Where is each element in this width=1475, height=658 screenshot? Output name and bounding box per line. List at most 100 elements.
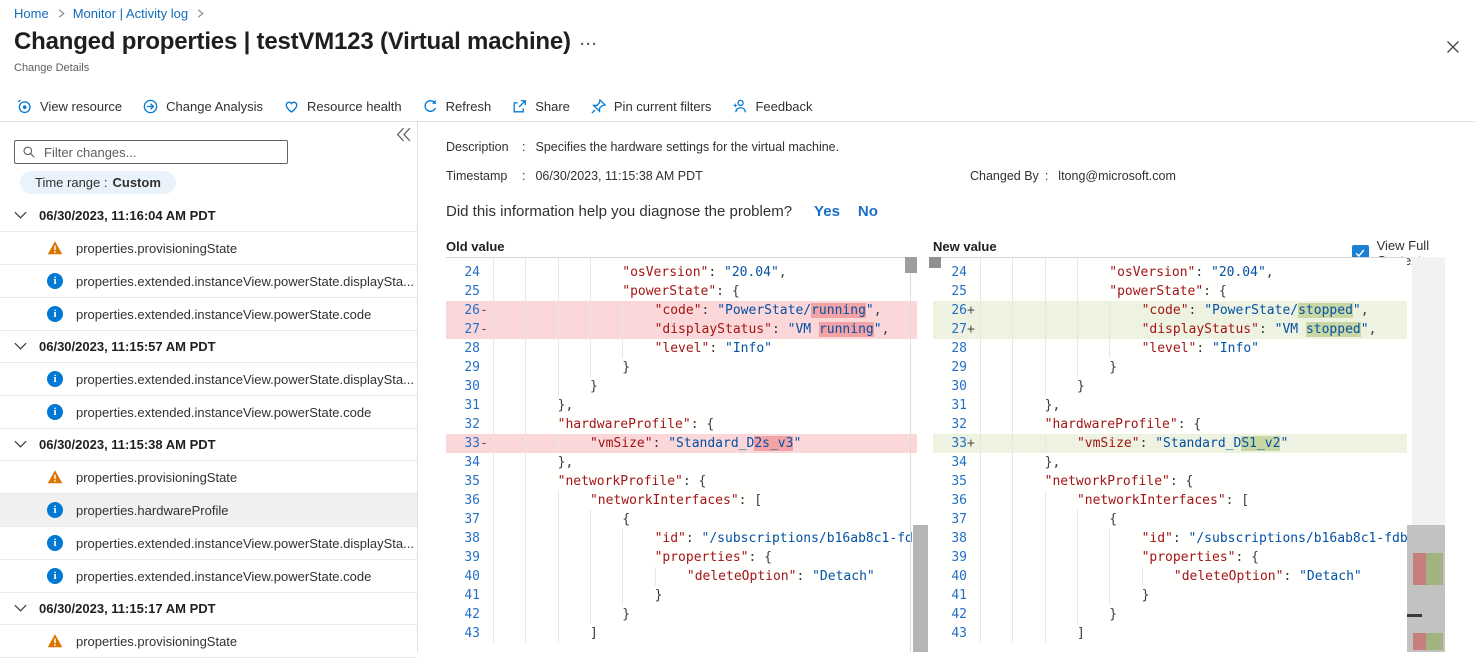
toolbar-button-resource-health[interactable]: Resource health (273, 98, 412, 115)
code-text: } (493, 377, 598, 396)
toolbar-button-refresh[interactable]: Refresh (412, 98, 502, 115)
diff-sign (480, 415, 493, 434)
change-group-header[interactable]: 06/30/2023, 11:15:38 AM PDT (0, 429, 417, 461)
new-value-code: 23 24 "osVersion": "20.04",25 "powerStat… (933, 258, 1407, 643)
diff-overview-viewport[interactable] (1407, 525, 1445, 652)
description-row: Description:Specifies the hardware setti… (446, 140, 840, 154)
diff-sign (967, 605, 980, 624)
code-line: 41 } (446, 586, 917, 605)
old-value-header: Old value (446, 239, 505, 254)
change-item-label: properties.provisioningState (76, 633, 238, 649)
diff-sign: + (967, 322, 975, 337)
code-line: 27+ "displayStatus": "VM stopped", (933, 320, 1407, 339)
line-number: 35 (464, 474, 480, 489)
toolbar-button-label: Share (535, 99, 570, 114)
code-text: "deleteOption": "Detach" (493, 567, 875, 586)
close-icon[interactable] (1444, 38, 1462, 56)
code-text: }, (493, 453, 573, 472)
old-panel-overview-viewport[interactable] (913, 525, 928, 652)
toolbar-button-feedback[interactable]: Feedback (721, 98, 822, 115)
new-value-editor[interactable]: 23 24 "osVersion": "20.04",25 "powerStat… (933, 257, 1407, 652)
breadcrumb-home[interactable]: Home (14, 6, 49, 21)
code-line: 27- "displayStatus": "VM running", (446, 320, 917, 339)
change-group-header[interactable]: 06/30/2023, 11:15:57 AM PDT (0, 331, 417, 363)
code-text: "displayStatus": "VM running", (493, 320, 889, 339)
diff-sign (967, 567, 980, 586)
no-button[interactable]: No (857, 203, 878, 220)
chevron-right-icon (195, 8, 205, 19)
line-number: 43 (464, 626, 480, 641)
diff-sign (967, 491, 980, 510)
line-number: 24 (951, 265, 967, 280)
change-item-label: properties.extended.instanceView.powerSt… (76, 404, 372, 420)
old-panel-scrollbar-track (910, 257, 911, 652)
toolbar-button-view-resource[interactable]: View resource (6, 98, 132, 115)
code-line: 29 } (446, 358, 917, 377)
toolbar-button-share[interactable]: Share (501, 98, 580, 115)
code-line: 25 "powerState": { (446, 282, 917, 301)
change-item[interactable]: i properties.extended.instanceView.powerS… (0, 363, 417, 396)
diff-sign (967, 396, 980, 415)
code-line: 24 "osVersion": "20.04", (933, 263, 1407, 282)
old-value-code: 23 24 "osVersion": "20.04",25 "powerStat… (446, 258, 917, 643)
collapse-panel-icon[interactable] (393, 124, 413, 144)
change-item-label: properties.extended.instanceView.powerSt… (76, 371, 414, 387)
change-group-header[interactable]: 06/30/2023, 11:15:17 AM PDT (0, 593, 417, 625)
diff-sign (967, 586, 980, 605)
toolbar-button-change-analysis[interactable]: Change Analysis (132, 98, 273, 115)
old-value-editor[interactable]: 23 24 "osVersion": "20.04",25 "powerStat… (446, 257, 917, 652)
old-panel-scrollbar-thumb[interactable] (905, 257, 917, 273)
new-panel-scrollbar-thumb[interactable] (929, 257, 941, 268)
change-item[interactable]: properties.provisioningState (0, 625, 417, 658)
time-range-pill[interactable]: Time range : Custom (20, 171, 176, 194)
breadcrumb-activity-log[interactable]: Monitor | Activity log (72, 6, 189, 21)
code-line: 35 "networkProfile": { (933, 472, 1407, 491)
line-number: 30 (464, 379, 480, 394)
diff-sign (480, 586, 493, 605)
description-value: Specifies the hardware settings for the … (535, 140, 840, 154)
code-line: 42 } (446, 605, 917, 624)
code-text: } (493, 358, 630, 377)
code-line: 37 { (446, 510, 917, 529)
yes-button[interactable]: Yes (814, 203, 840, 220)
code-text: "hardwareProfile": { (980, 415, 1201, 434)
diff-sign (967, 415, 980, 434)
change-item-label: properties.provisioningState (76, 469, 238, 485)
toolbar-button-pin-current-filters[interactable]: Pin current filters (580, 98, 722, 115)
change-item[interactable]: properties.provisioningState (0, 232, 417, 265)
warning-icon (47, 633, 63, 649)
code-line: 36 "networkInterfaces": [ (446, 491, 917, 510)
info-icon: i (47, 371, 63, 387)
change-item[interactable]: properties.provisioningState (0, 461, 417, 494)
timestamp-label: Timestamp (446, 169, 508, 183)
code-line: 34 }, (933, 453, 1407, 472)
code-line: 28 "level": "Info" (933, 339, 1407, 358)
line-number: 40 (951, 569, 967, 584)
search-icon (22, 145, 36, 159)
change-group-header[interactable]: 06/30/2023, 11:16:04 AM PDT (0, 200, 417, 232)
filter-changes-input[interactable] (42, 143, 280, 161)
code-line: 28 "level": "Info" (446, 339, 917, 358)
diff-sign (480, 567, 493, 586)
code-line: 35 "networkProfile": { (446, 472, 917, 491)
diff-sign: + (967, 436, 975, 451)
code-text (493, 258, 622, 263)
change-group-label: 06/30/2023, 11:16:04 AM PDT (39, 208, 216, 223)
new-value-header: New value (933, 239, 997, 254)
code-line: 31 }, (933, 396, 1407, 415)
filter-changes-box (14, 140, 288, 164)
more-menu-icon[interactable]: ··· (580, 36, 598, 53)
line-number: 25 (464, 284, 480, 299)
code-text: { (493, 510, 630, 529)
code-text: } (980, 586, 1149, 605)
change-item-label: properties.provisioningState (76, 240, 238, 256)
feedback-icon (731, 98, 748, 115)
code-text: "deleteOption": "Detach" (980, 567, 1362, 586)
line-number: 24 (464, 265, 480, 280)
